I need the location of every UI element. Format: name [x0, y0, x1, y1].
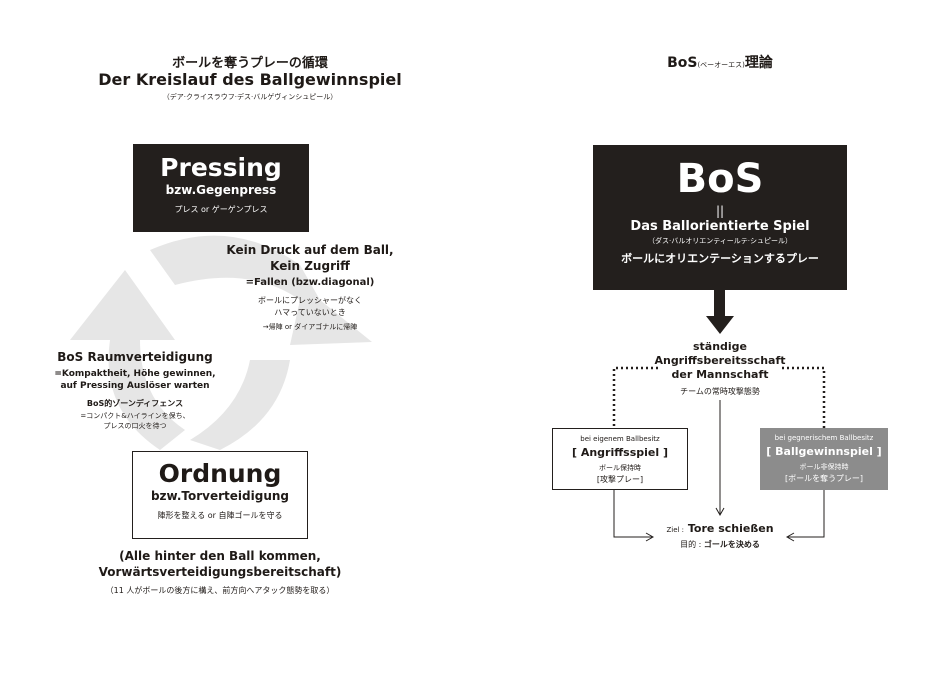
raum-head: BoS Raumverteidigung [57, 350, 213, 364]
cycle-arrow-bottom [190, 360, 290, 450]
defend-ja1: ボール非保持時 [799, 463, 849, 471]
center-goal-arrow [715, 400, 725, 517]
right-title: BoS(ベーオーエス)理論 [620, 52, 820, 72]
attack-box: bei eigenem Ballbesitz [ Angriffsspiel ]… [552, 428, 688, 490]
right-title-suffix: 理論 [744, 55, 773, 71]
bos-ja: ボールにオリエンテーションするプレー [621, 252, 819, 265]
cycle-arrow-top-right [150, 235, 372, 345]
fallen-sub: =Fallen (bzw.diagonal) [245, 277, 375, 288]
bos-kana: （ダス·バルオリエンティールテ·シュピール） [647, 237, 793, 245]
pressing-box: Pressing bzw.Gegenpress プレス or ゲーゲンプレス [133, 144, 309, 232]
fallen-head2: Kein Zugriff [270, 259, 350, 273]
bottom-line1: (Alle hinter den Ball kommen, [119, 549, 321, 563]
bos-box: BoS || Das Ballorientierte Spiel （ダス·バルオ… [593, 145, 847, 290]
goal-ja-prefix: 目的 : [680, 540, 702, 549]
standing-line1: ständige [692, 340, 748, 353]
dotted-connectors [612, 366, 826, 428]
dotted-right [782, 366, 826, 428]
fallen-block: Kein Druck auf dem Ball, Kein Zugriff =F… [215, 242, 405, 332]
goal-prefix: Ziel : [666, 526, 685, 534]
goal-row: Ziel : Tore schießen [645, 522, 795, 535]
raum-ja2: =コンパクト&ハイラインを保ち、 [80, 412, 190, 420]
right-goal-arrow [785, 490, 825, 542]
standing-block: ständige Angriffsbereitsschaft der Manns… [630, 340, 810, 397]
attack-head: [ Angriffsspiel ] [571, 446, 668, 459]
cycle-arrow-left [70, 270, 185, 450]
ordnung-sub: bzw.Torverteidigung [150, 489, 290, 503]
defend-box: bei gegnerischem Ballbesitz [ Ballgewinn… [760, 428, 888, 490]
left-title-kana: （デア·クライスラウフ·デス·バルゲヴィンシュピール） [162, 93, 338, 101]
attack-ja1: ボール保持時 [599, 464, 641, 472]
pressing-sub: bzw.Gegenpress [165, 183, 277, 197]
goal-block: Ziel : Tore schießen 目的 : ゴールを決める [645, 522, 795, 550]
cycle-arrows [70, 235, 372, 450]
right-title-kana: (ベーオーエス) [697, 61, 745, 69]
standing-ja: チームの常時攻撃態勢 [680, 387, 760, 396]
standing-line3: der Mannschaft [671, 368, 769, 381]
left-title-ja: ボールを奪うプレーの循環 [172, 56, 328, 71]
fallen-ja1: ボールにプレッシャーがなく [258, 296, 362, 305]
goal-text: Tore schießen [687, 522, 774, 535]
standing-line2: Angriffsbereitsschaft [654, 354, 786, 367]
bottom-ja: （11 人がボールの後方に構え、前方向へアタック態勢を取る） [105, 586, 335, 595]
defend-small: bei gegnerischem Ballbesitz [774, 434, 874, 442]
attack-small: bei eigenem Ballbesitz [580, 435, 660, 443]
bottom-line2: Vorwärtsverteidigungsbereitschaft) [98, 565, 342, 579]
left-title-de: Der Kreislauf des Ballgewinnspiel [98, 70, 402, 89]
ordnung-ja: 陣形を整える or 自陣ゴールを守る [157, 511, 283, 520]
ordnung-title: Ordnung [158, 459, 282, 488]
fallen-head1: Kein Druck auf dem Ball, [226, 243, 394, 257]
defend-head: [ Ballgewinnspiel ] [766, 445, 882, 458]
pressing-title: Pressing [160, 153, 282, 182]
pressing-ja: プレス or ゲーゲンプレス [174, 205, 268, 214]
defend-ja2: [ボールを奪うプレー] [784, 474, 864, 483]
goal-ja-row: 目的 : ゴールを決める [645, 539, 795, 550]
raum-block: BoS Raumverteidigung =Kompaktheit, Höhe … [30, 350, 240, 431]
raum-sub2: auf Pressing Auslöser warten [60, 381, 210, 391]
bos-title: BoS [676, 156, 764, 202]
raum-ja1: BoS的ゾーンディフェンス [86, 399, 184, 408]
right-title-main: BoS [667, 55, 698, 71]
left-goal-arrow [613, 490, 655, 542]
goal-ja-text: ゴールを決める [703, 540, 760, 549]
fallen-ja3: →帰陣 or ダイアゴナルに帰陣 [262, 323, 358, 331]
ordnung-box: Ordnung bzw.Torverteidigung 陣形を整える or 自陣… [132, 451, 308, 539]
bos-sub: Das Ballorientierte Spiel [630, 219, 810, 234]
bottom-block: (Alle hinter den Ball kommen, Vorwärtsve… [70, 548, 370, 596]
bos-down-arrow [706, 290, 734, 334]
fallen-ja2: ハマっていないとき [274, 308, 346, 317]
attack-ja2: [攻撃プレー] [596, 475, 644, 484]
raum-sub1: =Kompaktheit, Höhe gewinnen, [54, 369, 216, 379]
raum-ja3: プレスの口火を待つ [103, 422, 167, 430]
bos-eq: || [715, 204, 725, 218]
